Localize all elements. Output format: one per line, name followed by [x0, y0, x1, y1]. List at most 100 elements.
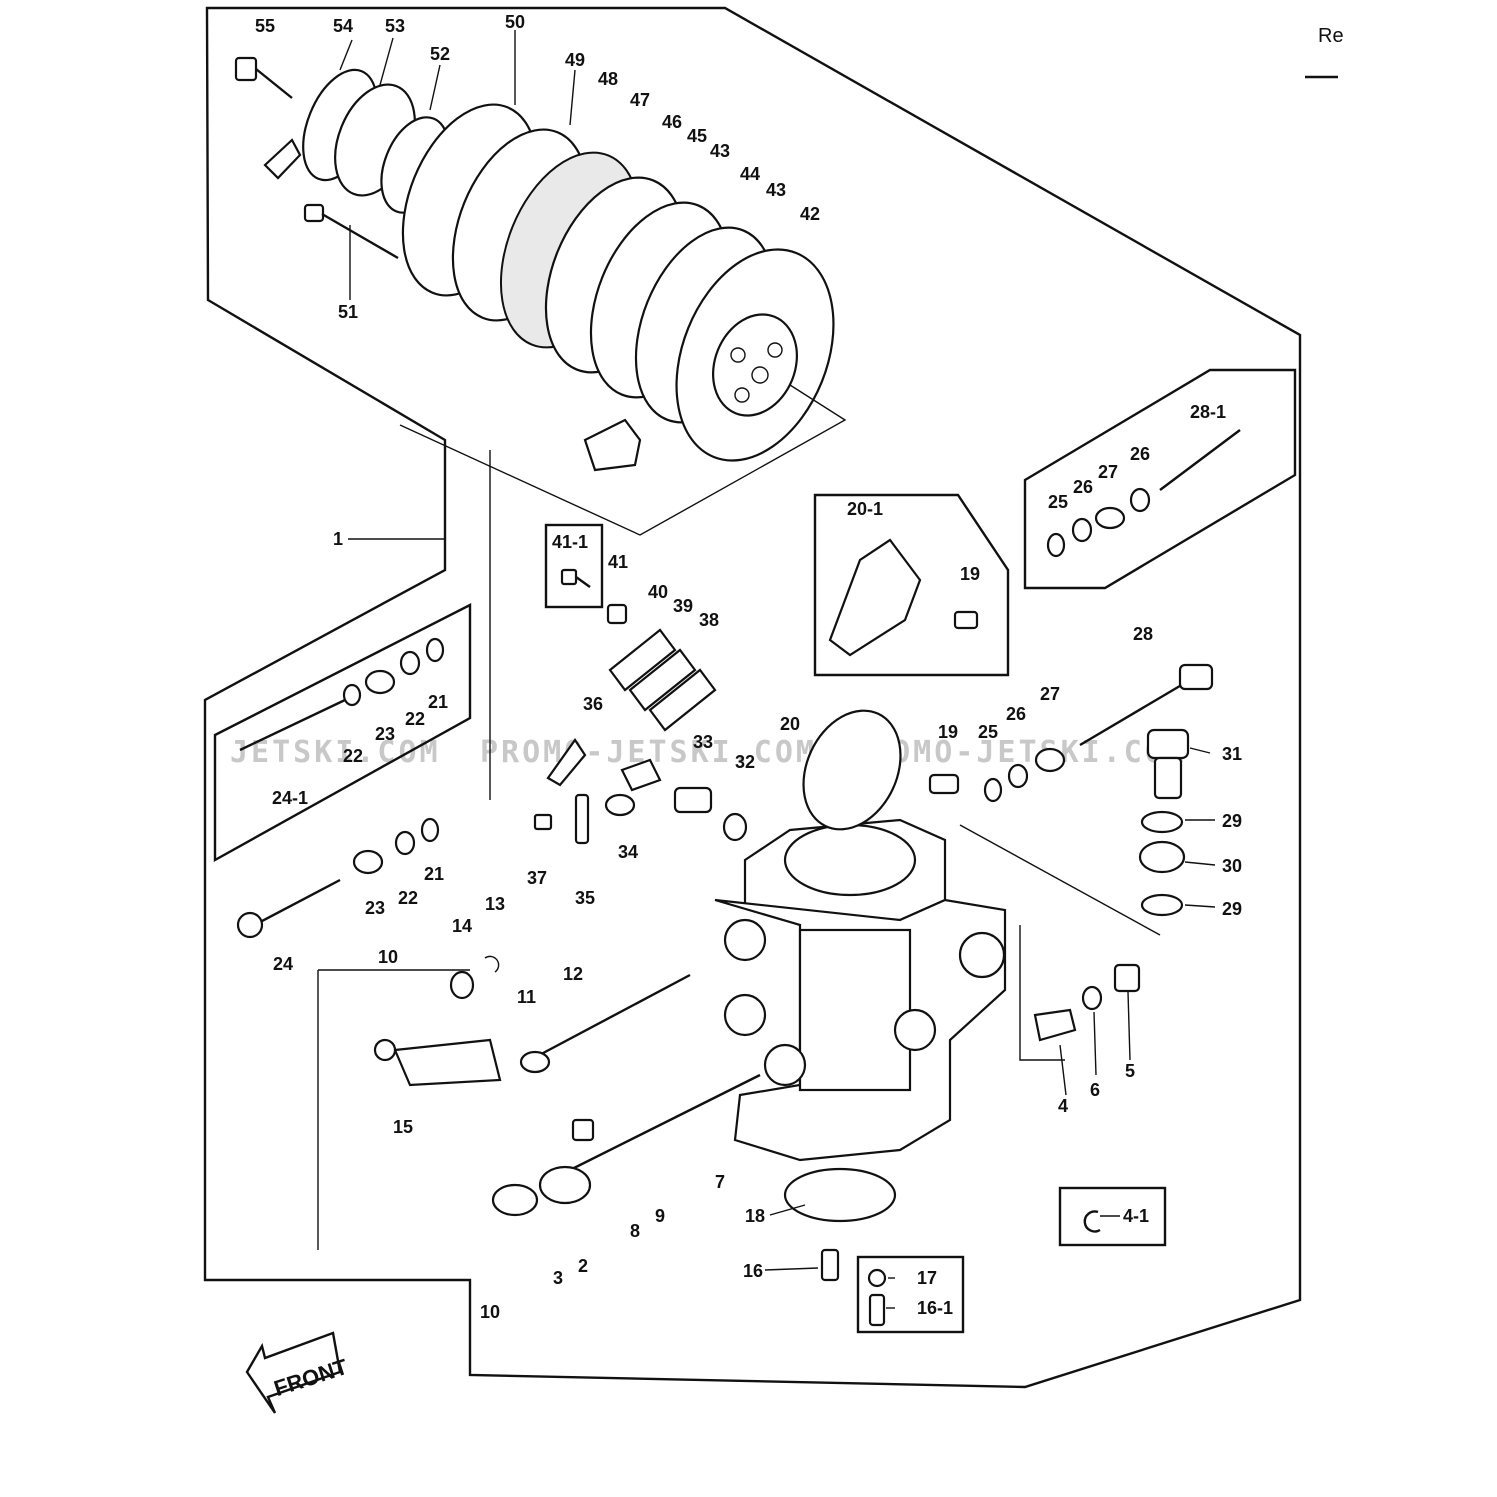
box-4-1 — [1058, 1186, 1167, 1247]
label-21b: 21 — [424, 864, 444, 884]
label-45: 45 — [687, 126, 707, 146]
label-48: 48 — [598, 69, 618, 89]
washer-17 — [867, 1268, 887, 1288]
screw-16-1 — [868, 1293, 886, 1327]
label-5: 5 — [1125, 1061, 1135, 1081]
label-50: 50 — [505, 12, 525, 32]
label-19b: 19 — [938, 722, 958, 742]
label-8: 8 — [630, 1221, 640, 1241]
label-22a: 22 — [405, 709, 425, 729]
label-21a: 21 — [428, 692, 448, 712]
label-33: 33 — [693, 732, 713, 752]
washer-6 — [1081, 985, 1103, 1011]
label-25a: 25 — [1048, 492, 1068, 512]
label-43b: 43 — [766, 180, 786, 200]
label-25b: 25 — [978, 722, 998, 742]
label-4-1: 4-1 — [1123, 1206, 1149, 1226]
label-27a: 27 — [1098, 462, 1118, 482]
label-16-1: 16-1 — [917, 1298, 953, 1318]
box-20-1 — [813, 493, 1010, 677]
bolt-5 — [1113, 963, 1141, 993]
plate-18 — [783, 1167, 897, 1223]
label-29a: 29 — [1222, 811, 1242, 831]
label-34: 34 — [618, 842, 638, 862]
label-23a: 23 — [375, 724, 395, 744]
banjo-leader — [959, 824, 1161, 936]
corner-text: Re — [1318, 25, 1344, 47]
box-28-1 — [1023, 368, 1297, 590]
hub-hole — [767, 342, 783, 358]
label-3: 3 — [553, 1268, 563, 1288]
label-23b: 23 — [365, 898, 385, 918]
linkage — [373, 955, 691, 1087]
hub-leader — [399, 384, 847, 536]
watermark: JETSKI.COM PROMO-JETSKI.COM PROMO-JETSKI… — [230, 735, 1184, 770]
washer-22b — [342, 683, 362, 707]
label-17: 17 — [917, 1268, 937, 1288]
screw-19 — [953, 610, 979, 630]
label-18: 18 — [745, 1206, 765, 1226]
label-53: 53 — [385, 16, 405, 36]
spring-27 — [1094, 506, 1126, 530]
ring-21 — [425, 637, 445, 663]
washer-26a — [1129, 487, 1151, 513]
needle-28-head — [1178, 663, 1214, 691]
label-11: 11 — [517, 987, 536, 1007]
hub-hole — [751, 366, 769, 384]
label-22b: 22 — [343, 746, 363, 766]
ring-25 — [1046, 532, 1066, 558]
label-26b: 26 — [1130, 444, 1150, 464]
label-4: 4 — [1058, 1096, 1068, 1116]
label-26a: 26 — [1073, 477, 1093, 497]
part-labels: 55 54 53 52 50 49 48 47 46 45 43 44 43 4… — [255, 12, 1242, 1322]
label-54: 54 — [333, 16, 353, 36]
label-20-1: 20-1 — [847, 499, 883, 519]
label-16: 16 — [743, 1261, 763, 1281]
spring-23b — [352, 849, 384, 875]
washer-26c — [1007, 763, 1029, 789]
label-28-1: 28-1 — [1190, 402, 1226, 422]
label-10a: 10 — [378, 947, 398, 967]
label-20: 20 — [780, 714, 800, 734]
label-30: 30 — [1222, 856, 1242, 876]
label-28: 28 — [1133, 624, 1153, 644]
box-41-1 — [544, 523, 604, 609]
label-47: 47 — [630, 90, 650, 110]
leader-lines — [339, 30, 1216, 1309]
label-10b: 10 — [480, 1302, 500, 1322]
label-41: 41 — [608, 552, 628, 572]
label-44: 44 — [740, 164, 760, 184]
label-24: 24 — [273, 954, 293, 974]
label-9: 9 — [655, 1206, 665, 1226]
assembly-outline — [203, 6, 1302, 1389]
parts-32-37 — [533, 738, 748, 845]
label-14: 14 — [452, 916, 472, 936]
washer-26b — [1071, 517, 1093, 543]
label-36: 36 — [583, 694, 603, 714]
label-35: 35 — [575, 888, 595, 908]
label-1: 1 — [333, 529, 343, 549]
label-37: 37 — [527, 868, 547, 888]
screw-41-1 — [560, 568, 578, 586]
pump-body-outline — [317, 450, 1065, 1250]
bolt-51 — [303, 203, 399, 260]
plate-20-1 — [828, 538, 922, 657]
needle-28-1 — [1159, 429, 1241, 491]
label-39: 39 — [673, 596, 693, 616]
needle-24-1 — [239, 698, 346, 752]
fitting-bottom — [583, 418, 642, 472]
label-29b: 29 — [1222, 899, 1242, 919]
spring-23 — [364, 669, 396, 695]
label-31: 31 — [1222, 744, 1242, 764]
label-52: 52 — [430, 44, 450, 64]
needle-24-head — [236, 911, 264, 939]
svg-text:JETSKI.COM: JETSKI.COM — [230, 735, 441, 770]
label-26c: 26 — [1006, 704, 1026, 724]
hub-hole — [730, 347, 746, 363]
label-19a: 19 — [960, 564, 980, 584]
banjo-parts — [1138, 728, 1190, 917]
label-41-1: 41-1 — [552, 532, 588, 552]
label-22c: 22 — [398, 888, 418, 908]
diaphragm-20 — [802, 709, 902, 831]
needle-28 — [1079, 678, 1191, 747]
